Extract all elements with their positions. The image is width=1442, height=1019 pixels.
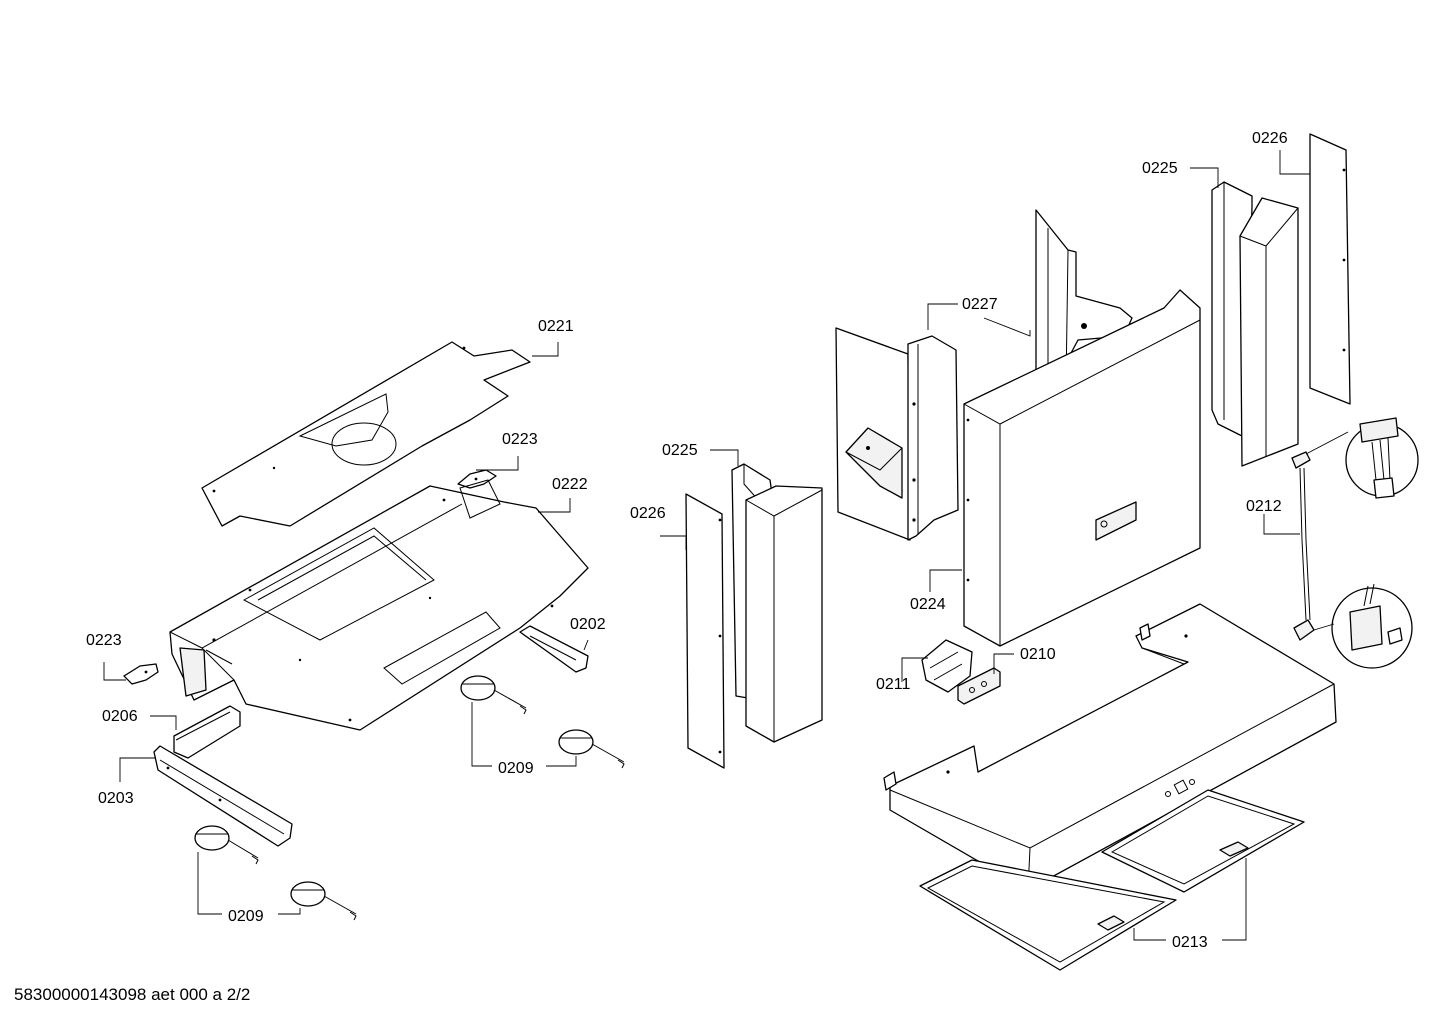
label-0226-middle: 0226	[630, 505, 666, 522]
part-0211-switch-bracket	[921, 639, 973, 693]
part-0222-main-housing	[169, 479, 589, 731]
part-chimney-box-right	[1239, 197, 1299, 467]
label-0226-right: 0226	[1252, 130, 1288, 147]
label-0206: 0206	[102, 708, 138, 725]
drawing-reference-number: 58300000143098 aet 000 a 2/2	[14, 985, 250, 1004]
part-0206-channel	[173, 705, 241, 759]
part-0203-front-strip	[153, 745, 293, 847]
part-labels: 0221 0223 0222 0223 0202 0206 0203 0209 …	[86, 130, 1288, 951]
label-0225-middle: 0225	[662, 442, 698, 459]
label-0213: 0213	[1172, 934, 1208, 951]
part-0209-knob-4	[290, 881, 357, 921]
part-0209-knob-1	[460, 675, 527, 715]
label-0203: 0203	[98, 790, 134, 807]
label-0209-left: 0209	[228, 908, 264, 925]
label-0227: 0227	[962, 296, 998, 313]
part-0226-panel-left	[685, 493, 725, 769]
label-0221: 0221	[538, 318, 574, 335]
part-0223-bracket-lower	[123, 663, 159, 685]
part-0209-knob-2	[558, 729, 625, 769]
part-0213-filter-left	[919, 859, 1177, 971]
label-0209-right: 0209	[498, 760, 534, 777]
part-0224-back-panel	[963, 289, 1201, 647]
label-0224: 0224	[910, 596, 946, 613]
part-0223-bracket-upper	[457, 469, 497, 489]
part-0227-bracket	[835, 327, 959, 541]
leader-lines	[103, 150, 1310, 941]
part-chimney-box-front	[745, 485, 823, 743]
part-0221-cover-plate	[201, 341, 531, 527]
label-0223-upper: 0223	[502, 431, 538, 448]
part-0209-knob-3	[194, 825, 259, 865]
label-0225-right: 0225	[1142, 160, 1178, 177]
label-0223-lower: 0223	[86, 632, 122, 649]
label-0212: 0212	[1246, 498, 1282, 515]
label-0202: 0202	[570, 616, 606, 633]
part-0226-panel-right	[1309, 133, 1351, 405]
part-hood-body	[883, 603, 1337, 891]
part-0202-rail	[519, 625, 589, 673]
part-0213-filter-right	[1101, 789, 1305, 893]
label-0210: 0210	[1020, 646, 1056, 663]
part-0212-wiring-harness	[1291, 417, 1419, 669]
label-0222: 0222	[552, 476, 588, 493]
label-0211: 0211	[876, 676, 911, 693]
